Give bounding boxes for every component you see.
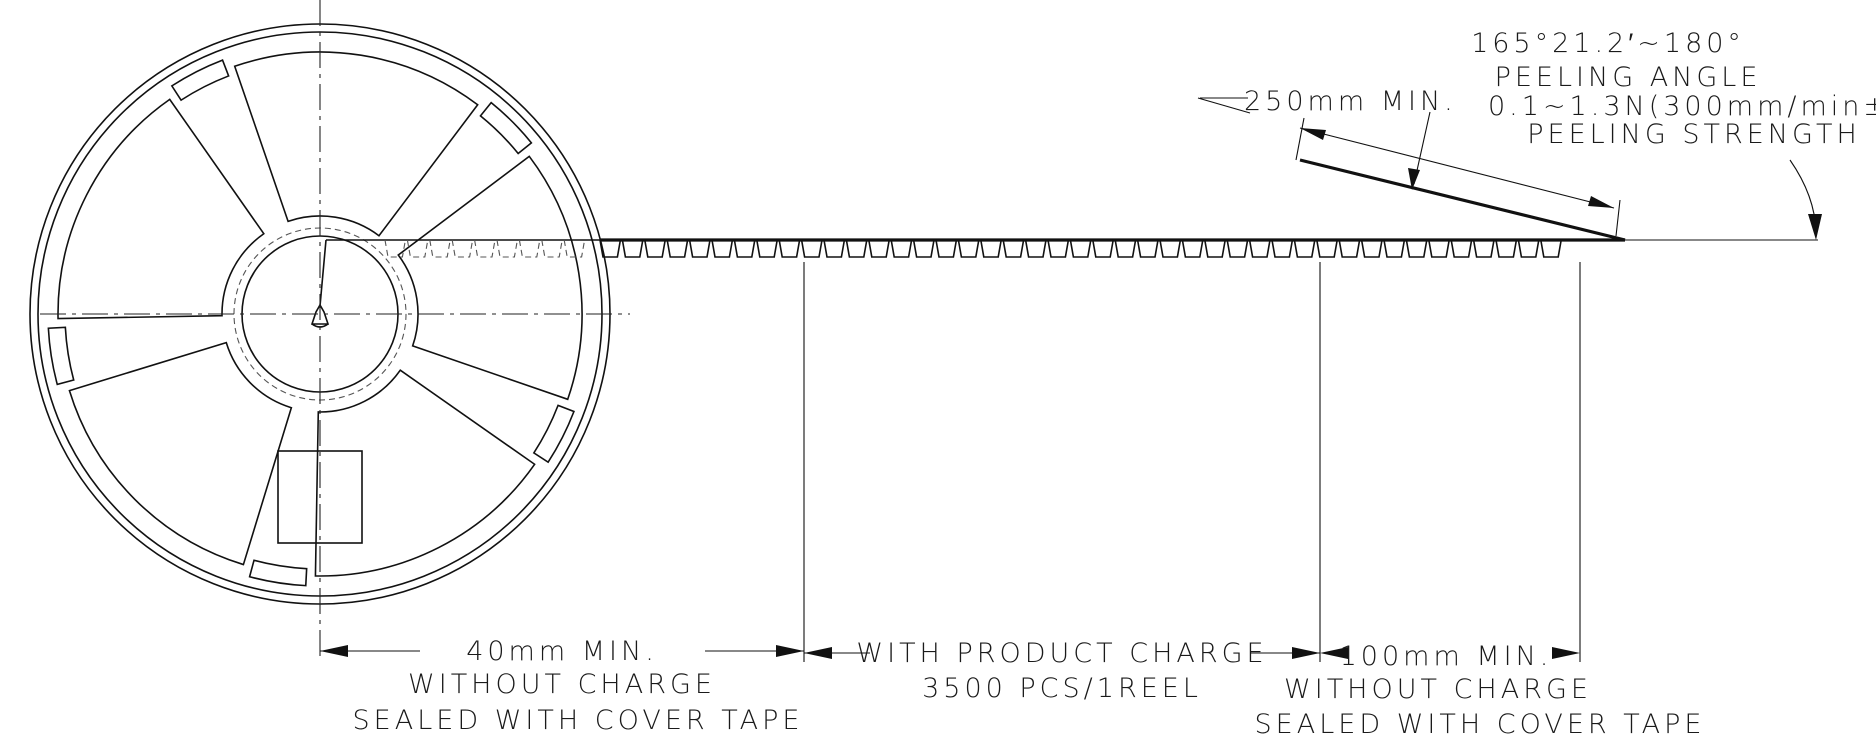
leader-length-text: 250mm MIN. <box>1244 86 1457 117</box>
trailing-line2: SEALED WITH COVER TAPE <box>1255 709 1706 740</box>
strength-pointer-arrow <box>1408 168 1420 190</box>
middle-arrow-right <box>1292 647 1320 659</box>
leading-length-text: 40mm MIN. <box>466 636 658 667</box>
reel-slot <box>479 101 533 155</box>
peeling-strength-label: PEELING STRENGTH <box>1527 119 1861 150</box>
peeling-angle-value: 165°21.2′~180° <box>1471 28 1745 59</box>
peeling-strength-value: 0.1~1.3N(300mm/min±10%) <box>1488 91 1876 122</box>
reel-window <box>233 51 479 237</box>
leading-line2: SEALED WITH COVER TAPE <box>353 705 804 736</box>
carrier-tape <box>326 238 1625 258</box>
reel-slot <box>170 59 230 102</box>
trailing-length-text: 100mm MIN. <box>1340 641 1553 672</box>
trailing-arrow-right <box>1552 647 1580 659</box>
middle-arrow-left <box>804 647 832 659</box>
peeling-detail: 165°21.2′~180° PEELING ANGLE 250mm MIN. … <box>1197 28 1876 242</box>
peeling-angle-arrow <box>1808 214 1822 240</box>
reel <box>29 0 630 662</box>
leader-ext-left <box>1295 117 1305 161</box>
reel-label-area <box>277 450 363 544</box>
reel-window <box>314 369 536 577</box>
leader-angled-line <box>1197 97 1251 114</box>
middle-line1: WITH PRODUCT CHARGE <box>856 638 1267 669</box>
leading-arrow-right <box>776 645 804 657</box>
carrier-tape-pockets <box>599 239 1562 258</box>
reel-slot <box>532 404 575 464</box>
reel-slots <box>47 59 575 587</box>
reel-windows <box>57 51 583 577</box>
leading-line1: WITHOUT CHARGE <box>408 669 716 700</box>
middle-line2: 3500 PCS/1REEL <box>922 673 1202 704</box>
trailing-arrow-left <box>1320 647 1348 659</box>
reel-window <box>68 341 293 566</box>
length-dimensions: 40mm MIN. WITHOUT CHARGE SEALED WITH COV… <box>320 262 1706 740</box>
leader-ext-right <box>1615 199 1621 237</box>
leading-arrow-left <box>320 645 348 657</box>
reel-window <box>57 98 265 320</box>
leader-arrow-right <box>1588 196 1614 208</box>
reel-slot <box>248 559 308 587</box>
carrier-tape-pockets-hidden <box>384 239 586 258</box>
reel-slot <box>47 326 75 386</box>
reel-window <box>397 155 583 401</box>
leader-dim-line <box>1299 127 1615 209</box>
peeling-angle-label: PEELING ANGLE <box>1495 62 1762 93</box>
trailing-line1: WITHOUT CHARGE <box>1284 674 1592 705</box>
reel-tape-start <box>319 239 327 307</box>
leader-arrow-left <box>1300 128 1326 140</box>
peeled-cover-tape <box>1299 158 1626 242</box>
